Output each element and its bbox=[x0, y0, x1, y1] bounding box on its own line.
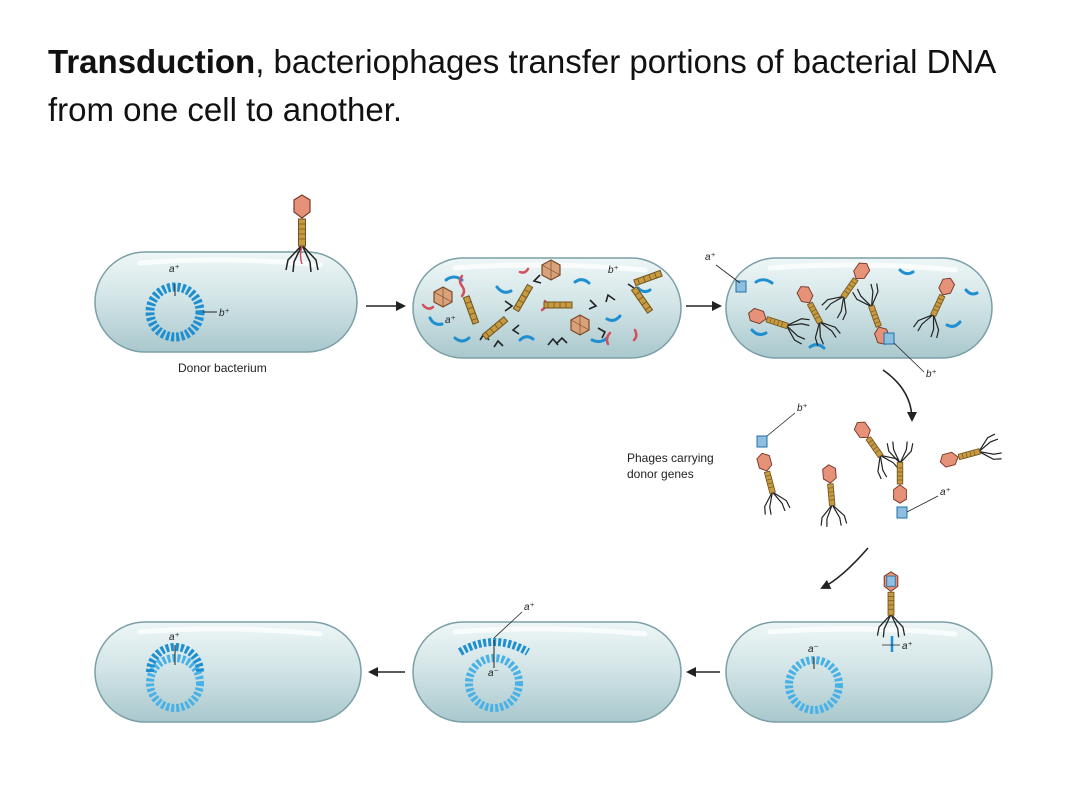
step-arrow-3 bbox=[882, 369, 917, 422]
slide-caption: Transduction, bacteriophages transfer po… bbox=[48, 38, 1008, 134]
gene-label-a-plus: a⁺ bbox=[705, 252, 716, 263]
gene-label-a-plus: a⁺ bbox=[524, 602, 535, 613]
gene-label-a-plus: a⁺ bbox=[445, 315, 456, 326]
gene-label-a-minus: a⁻ bbox=[488, 668, 499, 679]
gene-label-a-plus: a⁺ bbox=[169, 264, 180, 275]
released-phages: b⁺ a⁺ Phages carrying donor genes bbox=[627, 403, 1004, 528]
donor-bacterium-label: Donor bacterium bbox=[178, 361, 267, 375]
phages-carrying-label-line1: Phages carrying bbox=[627, 451, 714, 465]
transduced-cell: a⁺ bbox=[94, 621, 362, 723]
infected-cell: b⁺ a⁺ bbox=[412, 257, 682, 359]
gene-label-a-plus: a⁺ bbox=[940, 487, 951, 498]
gene-label-b-plus: b⁺ bbox=[219, 308, 230, 319]
lysing-cell: a⁺ b⁺ bbox=[705, 252, 993, 380]
gene-label-a-minus: a⁻ bbox=[808, 644, 819, 655]
gene-label-b-plus: b⁺ bbox=[797, 403, 808, 414]
caption-rest: , bacteriophages transfer portions of ba… bbox=[48, 43, 995, 128]
step-arrow-4 bbox=[820, 547, 869, 589]
caption-term: Transduction bbox=[48, 43, 256, 80]
donor-cell: a⁺ b⁺ Donor bacterium bbox=[94, 251, 358, 375]
phage-injecting-dna bbox=[876, 571, 906, 638]
gene-label-a-plus: a⁺ bbox=[902, 641, 913, 652]
recombination-cell: a⁺ a⁻ bbox=[412, 602, 682, 723]
phages-carrying-label-line2: donor genes bbox=[627, 467, 694, 481]
recipient-cell-infected: a⁻ a⁺ bbox=[725, 621, 993, 723]
gene-label-b-plus: b⁺ bbox=[608, 265, 619, 276]
phage-infecting-donor bbox=[285, 194, 319, 273]
gene-label-b-plus: b⁺ bbox=[926, 369, 937, 380]
gene-label-a-plus: a⁺ bbox=[169, 632, 180, 643]
